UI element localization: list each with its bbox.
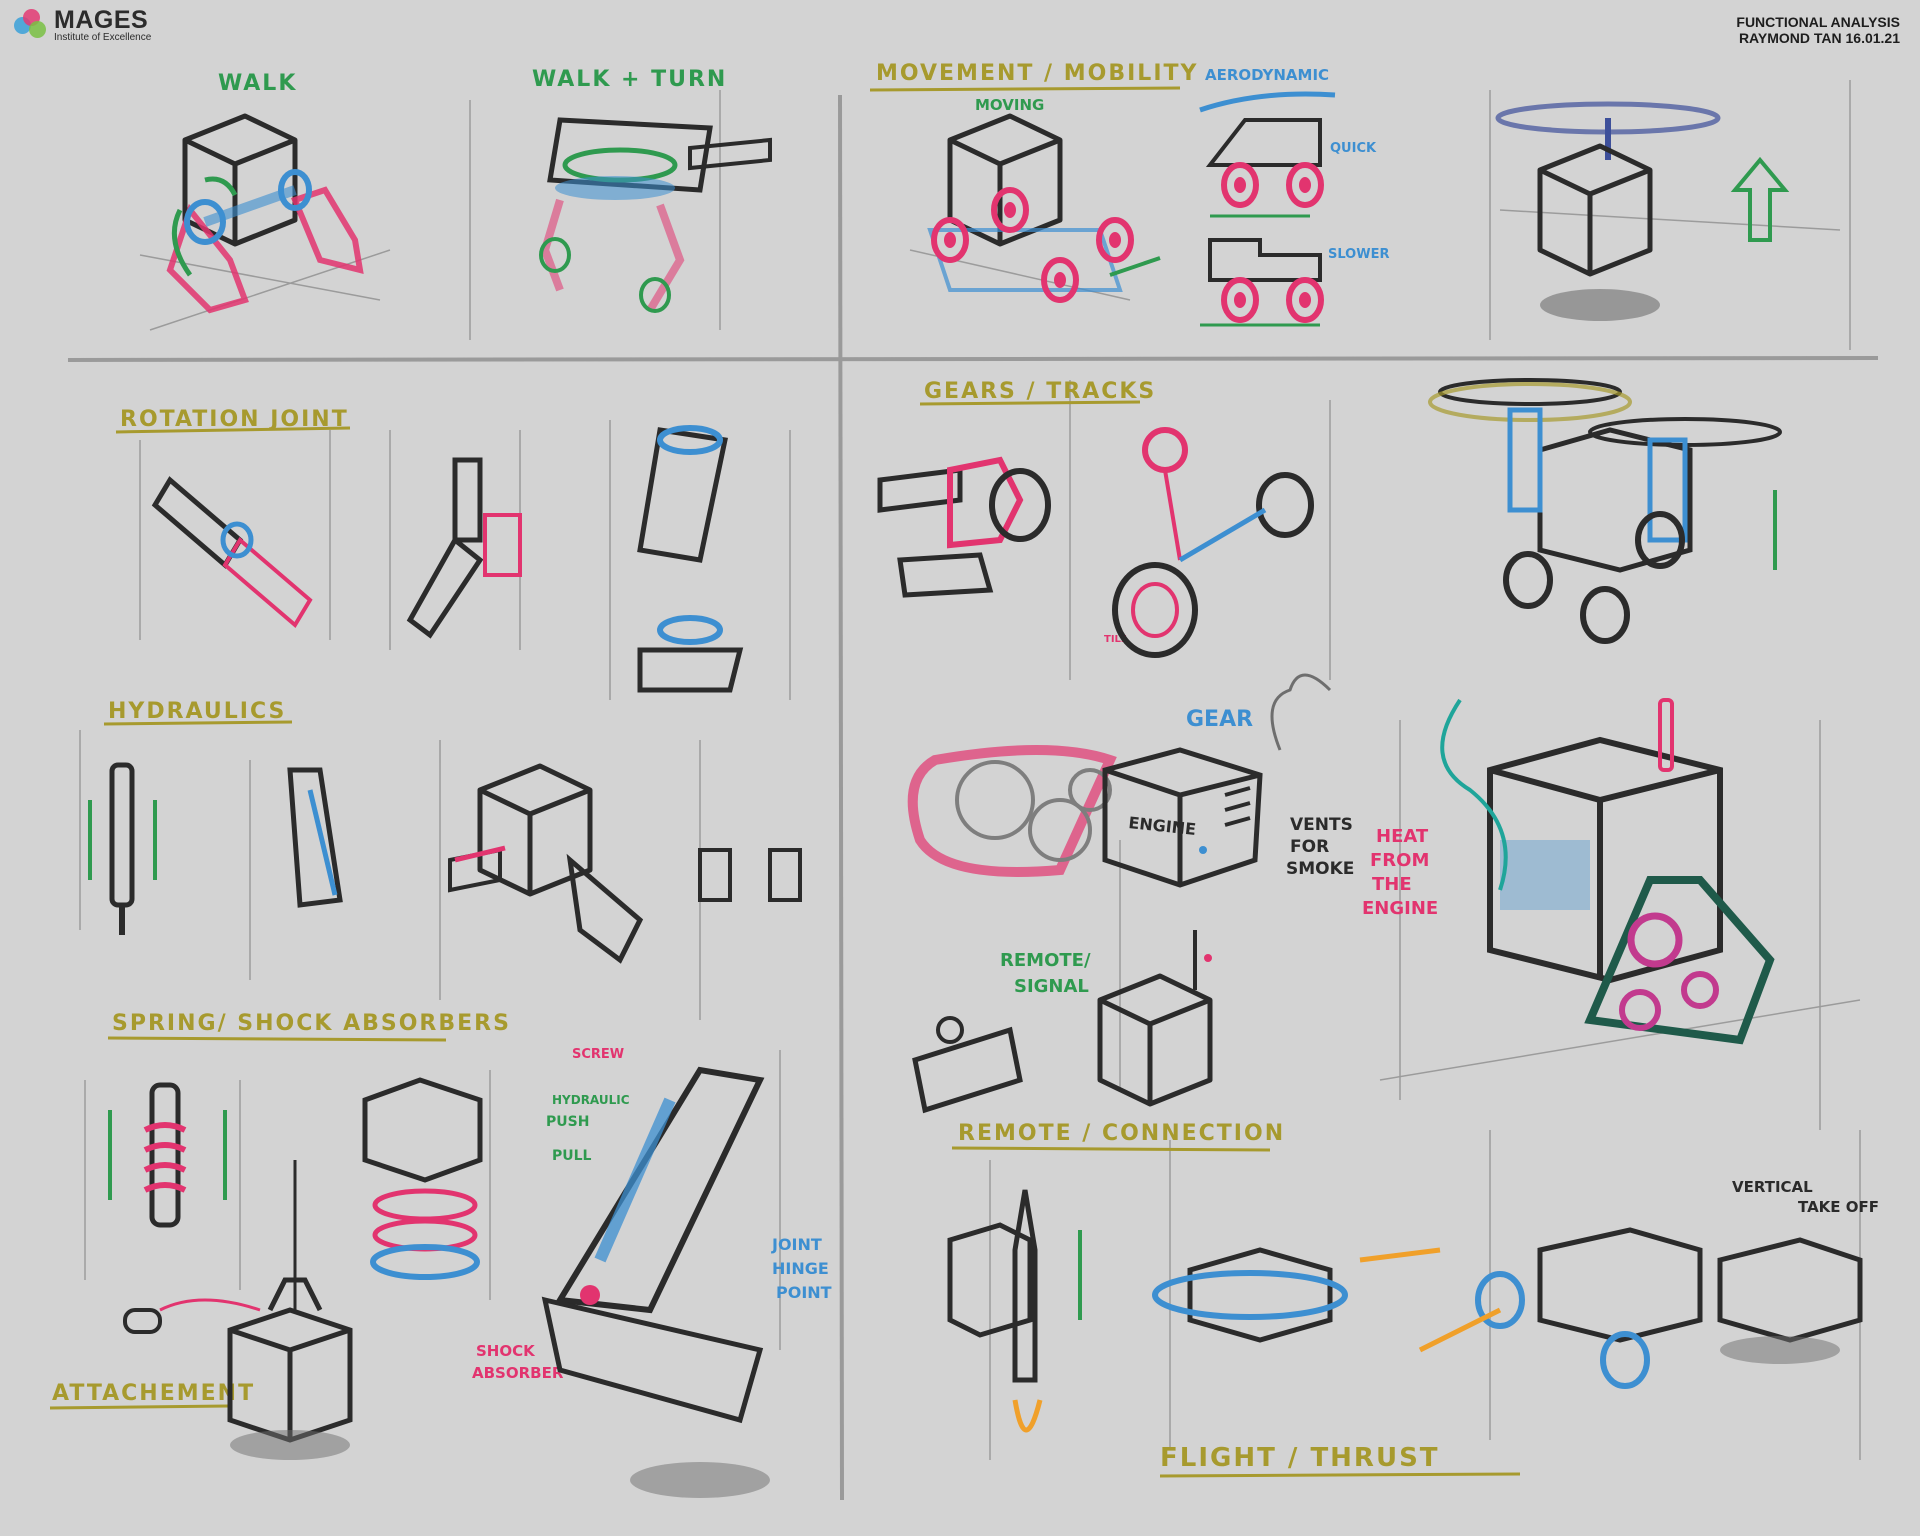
sketch-rotation-joints	[151, 425, 744, 693]
brand-logo: MAGES Institute of Excellence	[14, 8, 151, 43]
sketch-attachment	[123, 1160, 353, 1460]
sketch-springs	[108, 1066, 770, 1498]
label-shock: SHOCK	[476, 1342, 536, 1360]
label-point: POINT	[776, 1283, 832, 1302]
label-joint: JOINT	[771, 1235, 822, 1254]
logo-mark-icon	[14, 8, 48, 43]
sketch-gears	[877, 427, 1314, 658]
sketch-car	[927, 116, 1161, 300]
title-flight-thrust: FLIGHT / THRUST	[1160, 1443, 1440, 1473]
title-movement: MOVEMENT / MOBILITY	[876, 61, 1198, 86]
label-hydraulic: HYDRAULIC	[552, 1093, 630, 1107]
label-from: FROM	[1370, 850, 1429, 871]
label-remote: REMOTE/	[1000, 950, 1091, 971]
label-for: FOR	[1290, 837, 1329, 857]
sketch-helicopter-cube	[1495, 101, 1790, 321]
label-the: THE	[1372, 874, 1412, 895]
label-heat: HEAT	[1376, 826, 1429, 847]
label-engine-heat: ENGINE	[1362, 898, 1438, 919]
label-tilt: TILT	[1104, 634, 1126, 645]
label-absorber: ABSORBER	[472, 1364, 564, 1382]
label-aerodynamic: AERODYNAMIC	[1205, 66, 1329, 84]
sketch-tank	[1440, 698, 1775, 1045]
label-take-off: TAKE OFF	[1798, 1198, 1879, 1216]
label-engine: ENGINE	[1128, 813, 1197, 839]
label-vertical: VERTICAL	[1732, 1178, 1813, 1196]
sketch-remote	[912, 930, 1212, 1114]
sketch-track-engine	[907, 673, 1332, 888]
brand-tagline: Institute of Excellence	[54, 32, 152, 43]
sheet-meta: FUNCTIONAL ANALYSIS RAYMOND TAN 16.01.21	[1736, 14, 1900, 46]
title-underlines	[49, 86, 1521, 1478]
label-pull: PULL	[552, 1148, 592, 1164]
sheet-author-date: RAYMOND TAN 16.01.21	[1738, 30, 1900, 46]
title-hydraulics: HYDRAULICS	[108, 699, 286, 724]
sketch-walk	[166, 116, 364, 314]
label-signal: SIGNAL	[1014, 976, 1089, 997]
title-attachment: ATTACHEMENT	[52, 1381, 255, 1406]
label-hinge: HINGE	[772, 1259, 829, 1278]
sketch-walk-turn	[539, 117, 772, 313]
label-moving: MOVING	[975, 96, 1044, 114]
title-remote-connection: REMOTE / CONNECTION	[958, 1121, 1285, 1146]
title-gears-tracks: GEARS / TRACKS	[924, 379, 1156, 404]
label-slower: SLOWER	[1328, 247, 1389, 262]
brand-name: MAGES	[54, 6, 149, 34]
label-smoke: SMOKE	[1286, 859, 1354, 879]
section-titles: WALK WALK + TURN MOVEMENT / MOBILITY ROT…	[52, 61, 1440, 1473]
label-quick: QUICK	[1330, 141, 1377, 156]
sketch-hydraulics	[88, 762, 802, 964]
title-walk-turn: WALK + TURN	[532, 67, 727, 92]
label-push: PUSH	[546, 1114, 589, 1130]
sketch-aerodynamic	[1199, 91, 1336, 327]
annotations: MOVING AERODYNAMIC QUICK SLOWER TILT GEA…	[472, 66, 1879, 1382]
title-spring-shock: SPRING/ SHOCK ABSORBERS	[112, 1011, 511, 1036]
title-walk: WALK	[218, 71, 297, 96]
panel-dividers	[67, 94, 1879, 1501]
sketch-drone-vehicle	[1428, 378, 1782, 644]
sketch-flight	[947, 1189, 1863, 1433]
label-vents: VENTS	[1290, 815, 1353, 835]
label-gear: GEAR	[1186, 707, 1253, 732]
sheet-title: FUNCTIONAL ANALYSIS	[1736, 14, 1900, 30]
label-screw: SCREW	[572, 1047, 624, 1062]
